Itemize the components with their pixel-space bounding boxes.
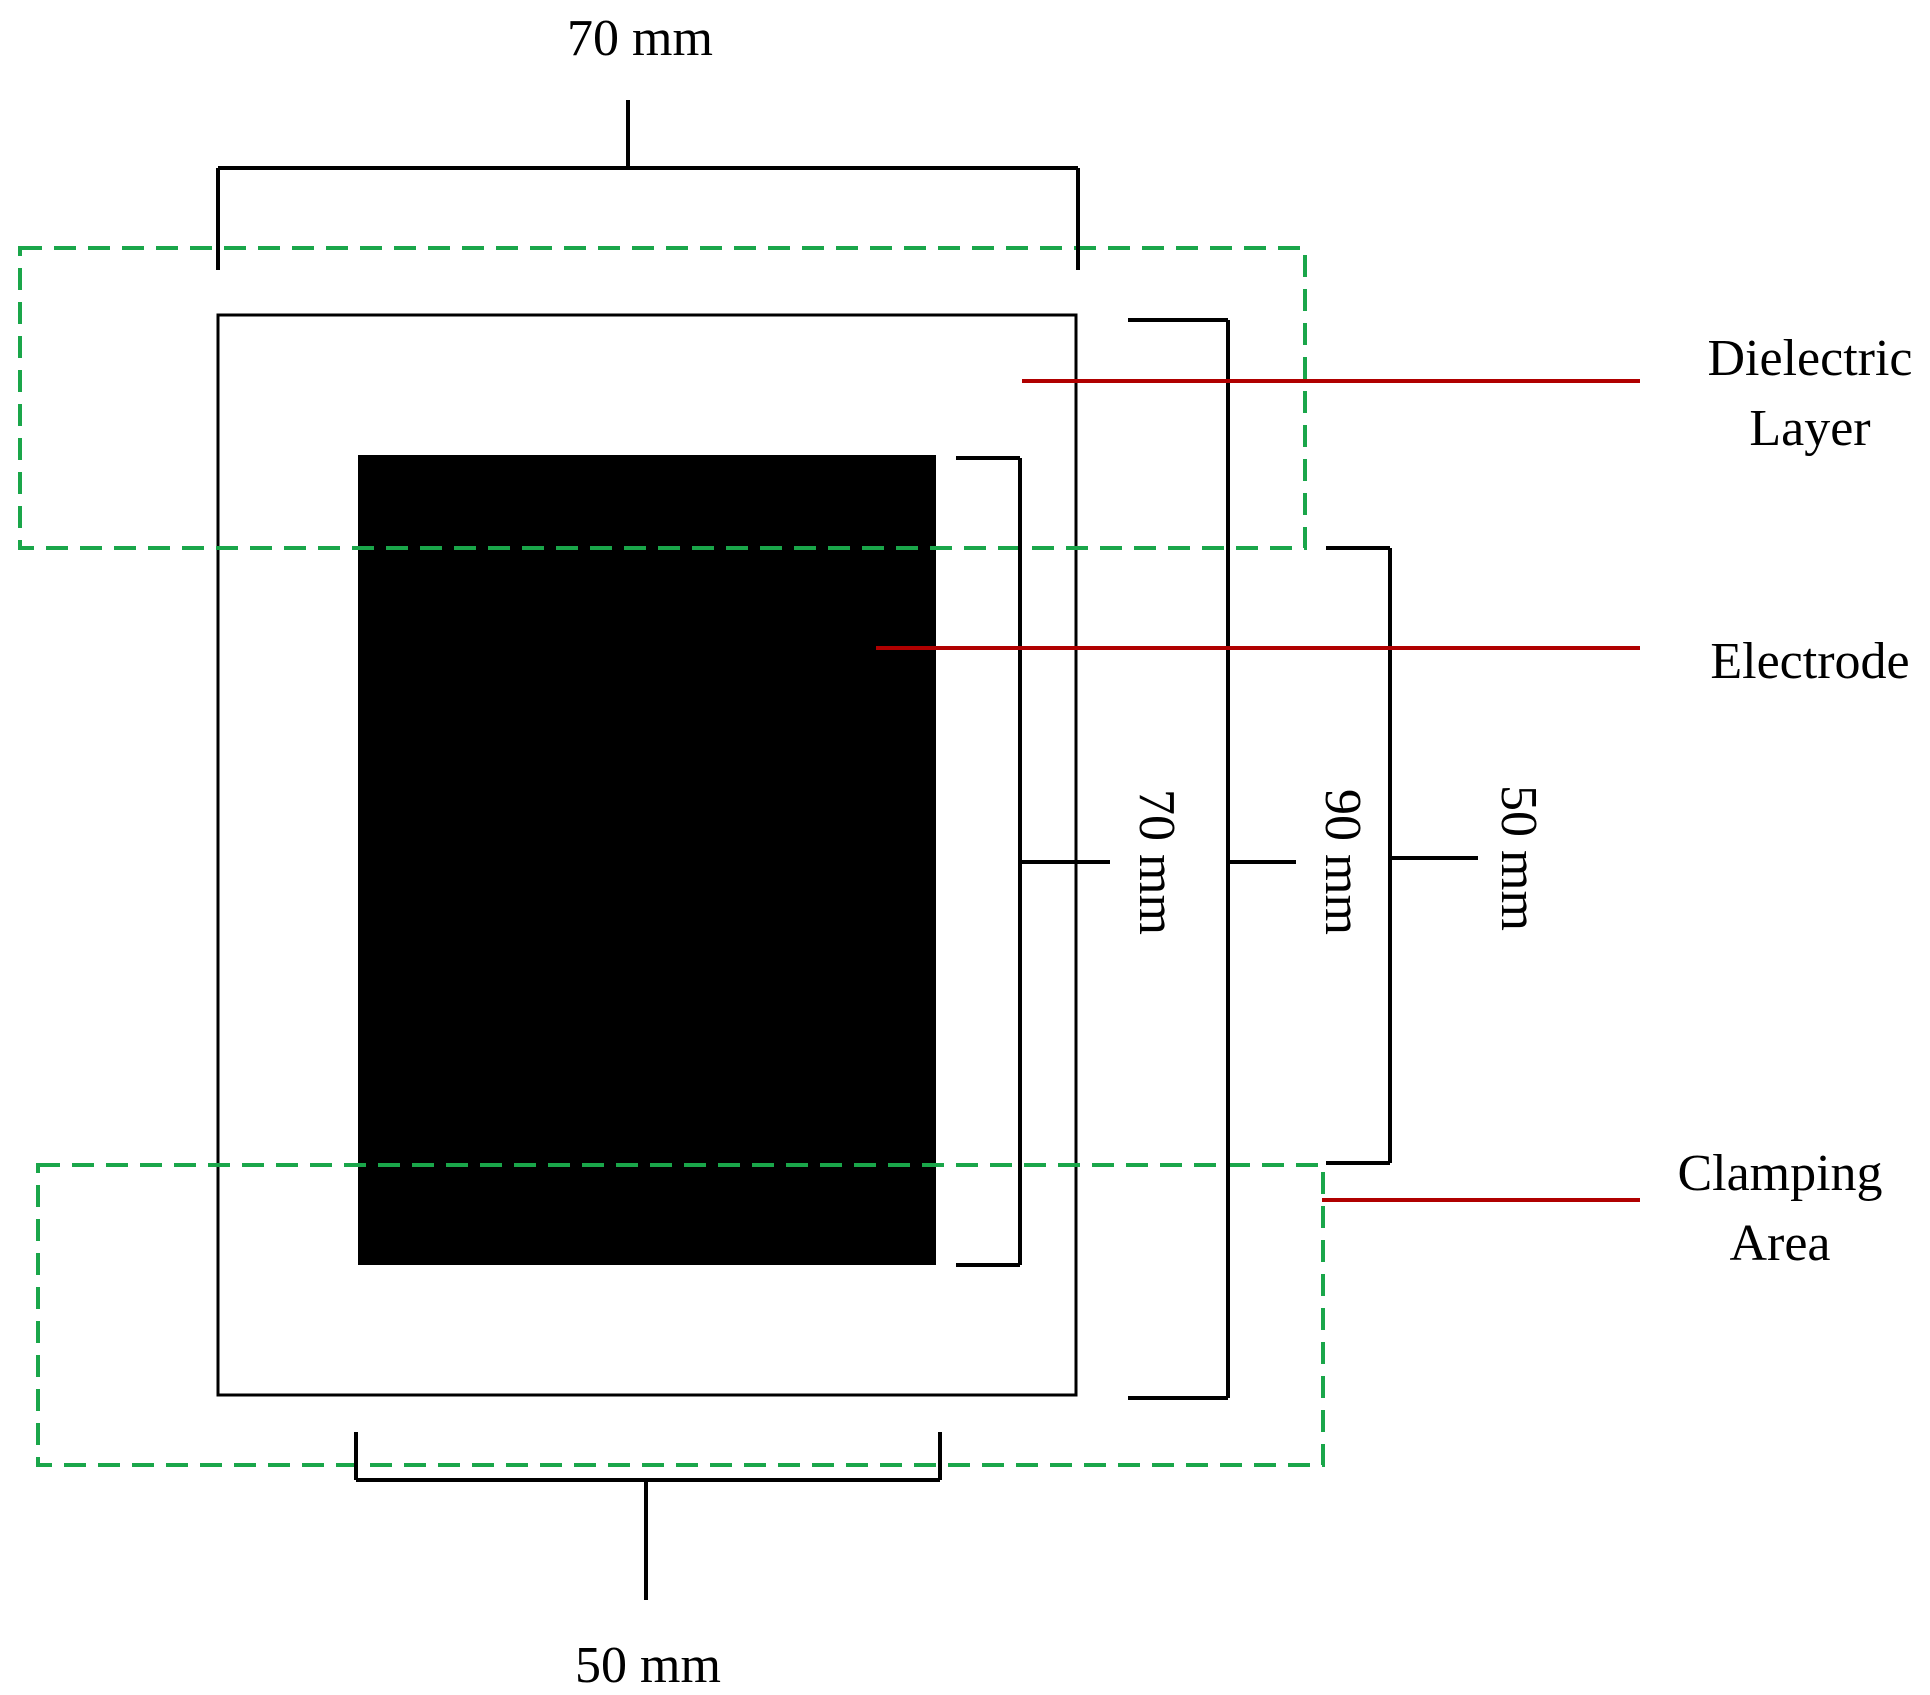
dielectric-height-label: 90 mm [1314, 789, 1371, 935]
bottom-width-label: 50 mm [575, 1637, 721, 1694]
clamping-area-top [18, 246, 1307, 550]
electrode-height-bracket [956, 456, 1110, 1267]
dielectric-label-line1: Dielectric [1708, 330, 1913, 387]
clamp-gap-bracket [1326, 546, 1478, 1165]
top-width-bracket [216, 100, 1080, 270]
top-width-label: 70 mm [567, 10, 713, 67]
clamping-label-line1: Clamping [1677, 1145, 1882, 1202]
clamp-gap-label: 50 mm [1490, 785, 1547, 931]
electrode-label: Electrode [1710, 633, 1909, 690]
electrode-height-label: 70 mm [1128, 789, 1185, 935]
dielectric-layer [216, 313, 1078, 1397]
bottom-width-bracket [354, 1432, 942, 1600]
clamping-label-line2: Area [1729, 1215, 1830, 1272]
electrode [358, 455, 936, 1265]
dielectric-height-bracket [1128, 318, 1296, 1400]
clamping-area-bottom [36, 1163, 1325, 1467]
dielectric-label-line2: Layer [1749, 400, 1870, 457]
